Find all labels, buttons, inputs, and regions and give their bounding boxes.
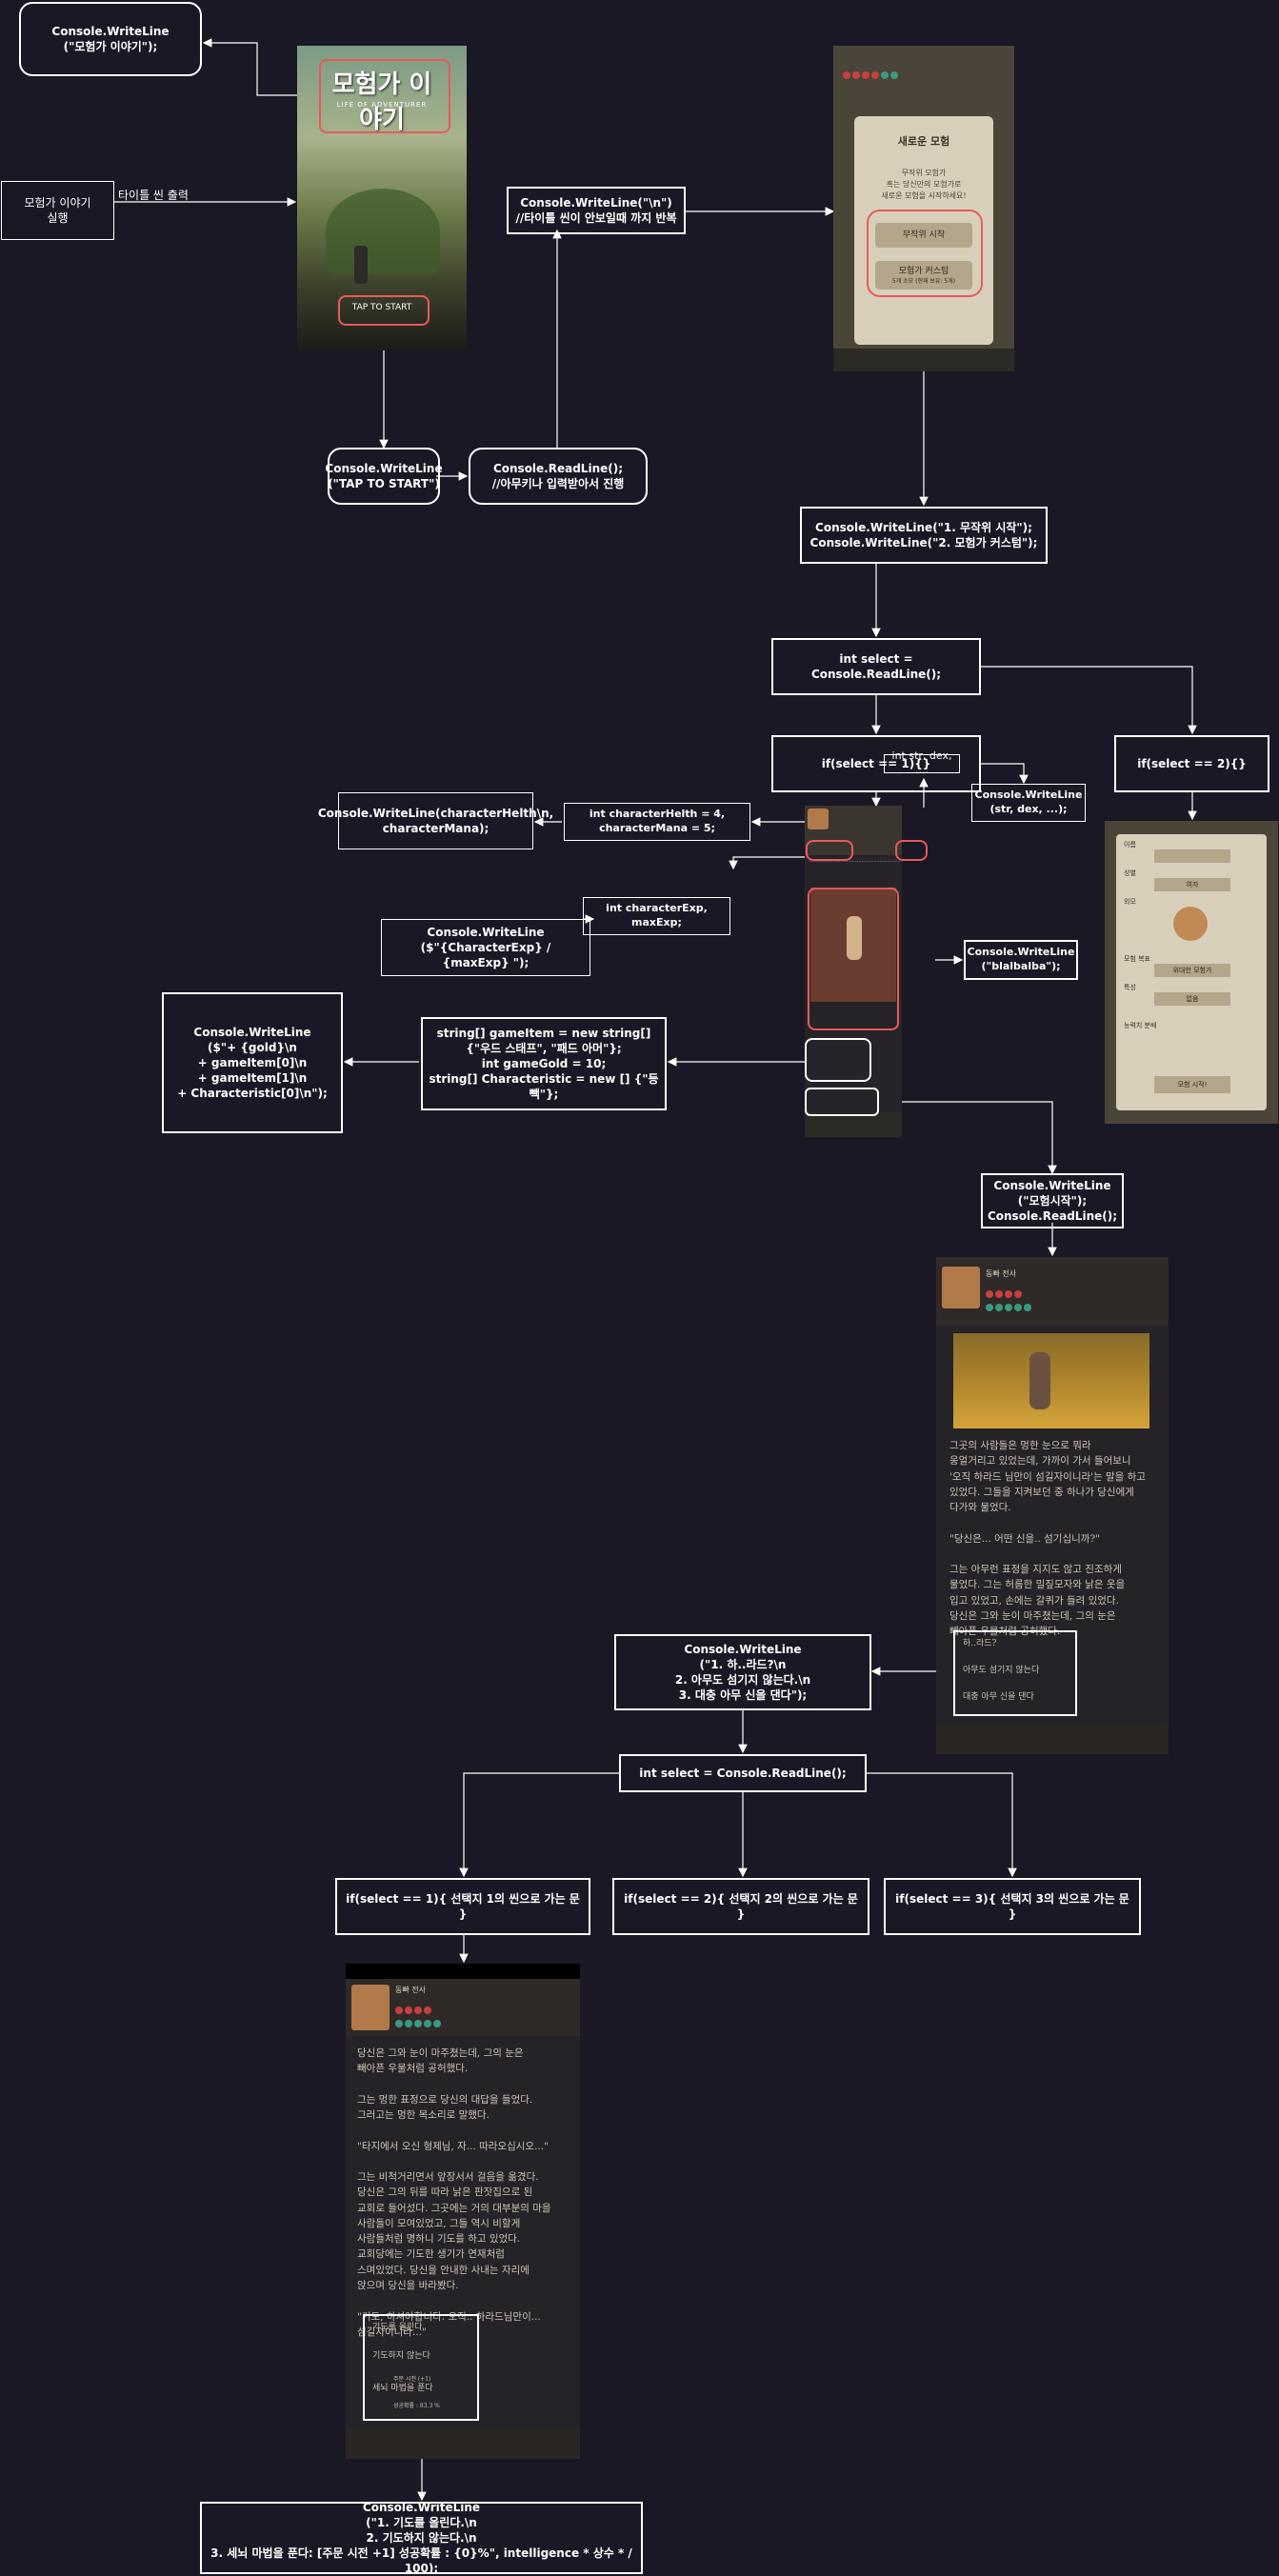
adventurer-figure-icon [354, 246, 368, 284]
title-output-label: 타이틀 씬 출력 [118, 189, 189, 202]
story2-choice-note: 주문 시전 (+1) [393, 2376, 431, 2383]
cw-stats-box: Console.WriteLine (str, dex, ...); [971, 784, 1086, 822]
branch3-box: if(select == 3){ 선택지 3의 씬으로 가는 문 } [884, 1878, 1141, 1935]
health-vars-box: int characterHelth = 4, characterMana = … [564, 803, 750, 841]
if1-box: if(select == 1){} [771, 735, 981, 792]
story-highlight [808, 888, 899, 1030]
cw-items-box: Console.WriteLine ($"+ {gold}\n + gameIt… [162, 992, 343, 1133]
custom-row-trait: 특성 [1124, 984, 1136, 991]
custom-button[interactable]: 모험가 커스텀 5개 소모 (현재 보유: 5개) [875, 261, 972, 290]
story2-choice-1[interactable]: 기도를 올린다 [372, 2323, 423, 2332]
items-highlight [805, 1038, 871, 1082]
custom-row-goal: 모험 복표 [1124, 955, 1150, 963]
story1-text: 그곳의 사람들은 멍한 눈으로 뭐라 웅얼거리고 있었는데, 가까이 가서 들어… [949, 1440, 1147, 1638]
cw-final-box: Console.WriteLine ("1. 기도를 올린다.\n 2. 기도하… [200, 2501, 643, 2575]
cw-exp-box: Console.WriteLine ($"{CharacterExp} / {m… [381, 919, 590, 976]
title-screen: 모험가 이야기 LIFE OF ADVENTURER TAP TO START [297, 46, 467, 350]
portrait-avatar [1173, 907, 1208, 941]
items-vars-box: string[] gameItem = new string[] {"우드 스태… [421, 1017, 667, 1110]
avatar [808, 809, 829, 829]
tap-highlight [338, 295, 430, 326]
random-start-button[interactable]: 무작위 시작 [875, 223, 972, 248]
character-screen: ········································… [805, 806, 902, 1137]
cw-health-box: Console.WriteLine(characterHelth\n, char… [318, 792, 553, 849]
cw-title-box: Console.WriteLine ("모험가 이야기"); [19, 2, 202, 76]
exp-vars-box: int characterExp, maxExp; [583, 897, 730, 935]
custom-row-name: 이름 [1124, 841, 1136, 849]
newgame-dialog: 새로운 모험 무작위 모험가 혹는 당신만의 모험가로 새로운 모험을 시작하세… [854, 116, 993, 345]
cw-loop-box: Console.WriteLine("\n") //타이틀 씬이 안보일때 까지… [507, 187, 686, 234]
story-illustration [810, 888, 896, 1002]
avatar [942, 1267, 980, 1308]
character-name: 동빠 전사 [986, 1269, 1016, 1278]
branch1-box: if(select == 1){ 선택지 1의 씬으로 가는 문 } [335, 1878, 590, 1935]
story2-screen: 동빠 전사 당신은 그와 눈이 마주쳤는데, 그의 눈은 빼아픈 우물처럼 공허… [346, 1964, 580, 2459]
character-name: 동빠 전사 [395, 1986, 426, 1994]
stats-vars-box: int str, dex, .... [884, 749, 960, 776]
story1-illustration [953, 1333, 1149, 1428]
trait-select[interactable]: 없음 [1154, 992, 1230, 1006]
cw-tap-box: Console.WriteLine ("TAP TO START") [325, 448, 443, 505]
cw-start-box: Console.WriteLine ("모험시작"); Console.Read… [981, 1173, 1124, 1228]
story2-chance: 성공확률 : 83.3 % [393, 2403, 440, 2409]
select2-box: int select = Console.ReadLine(); [619, 1754, 867, 1792]
avatar [351, 1985, 390, 2030]
select1-box: int select = Console.ReadLine(); [771, 638, 981, 695]
newgame-desc: 무작위 모험가 혹는 당신만의 모험가로 새로운 모험을 시작하세요! [881, 169, 967, 200]
story1-bottom-bar [936, 1724, 1169, 1754]
story1-choice-list: 하..라드? 아무도 섬기지 않는다 대충 아무 신을 댄다 [953, 1630, 1077, 1716]
newgame-screen: 새로운 모험 무작위 모험가 혹는 당신만의 모험가로 새로운 모험을 시작하세… [833, 46, 1014, 371]
start-box: 모험가 이야기 실행 [1, 181, 114, 240]
if2-box: if(select == 2){} [1114, 735, 1269, 792]
name-field[interactable] [1154, 849, 1230, 863]
story2-choice-list: 기도를 올린다 기도하지 않는다 주문 시전 (+1) 세뇌 마법을 푼다 성공… [363, 2314, 479, 2421]
branch2-box: if(select == 2){ 선택지 2의 씬으로 가는 문 } [612, 1878, 869, 1935]
custom-button-note: 5개 소모 (현재 보유: 5개) [891, 278, 956, 285]
newgame-heading: 새로운 모험 [897, 135, 950, 148]
menu-highlight [867, 210, 983, 297]
readline-any-box: Console.ReadLine(); //아무키나 입력받아서 진행 [469, 448, 648, 505]
story1-screen: 동빠 전사 그곳의 사람들은 멍한 눈으로 뭐라 웅얼거리고 있었는데, 가까이… [936, 1257, 1169, 1754]
adventure-start-button[interactable]: 모험 시작! [1154, 1076, 1230, 1093]
custom-row-look: 외모 [1124, 898, 1136, 906]
tap-to-start[interactable]: TAP TO START [351, 303, 412, 312]
story2-choice-3[interactable]: 세뇌 마법을 푼다 [372, 2384, 433, 2393]
story2-choice-2[interactable]: 기도하지 않는다 [372, 2351, 430, 2361]
cw-choice-box: Console.WriteLine ("1. 하..라드?\n 2. 아무도 섬… [614, 1634, 871, 1710]
custom-screen: 이름 성별 여자 외모 모험 복표 위대한 모험가 특성 없음 능력치 분배 모… [1105, 821, 1278, 1124]
exp-highlight [895, 840, 928, 861]
title-subtitle: LIFE OF ADVENTURER [336, 101, 428, 109]
custom-row-gender: 성별 [1124, 869, 1136, 877]
custom-row-stats: 능력치 분배 [1124, 1022, 1157, 1029]
cw-menu-box: Console.WriteLine("1. 무작위 시작"); Console.… [800, 507, 1048, 564]
gender-select[interactable]: 여자 [1154, 878, 1230, 891]
story1-choice-1[interactable]: 하..라드? [963, 1639, 997, 1648]
custom-button-label: 모험가 커스텀 [898, 267, 949, 276]
story2-bottom-bar [346, 2428, 580, 2459]
cw-blabla-box: Console.WriteLine ("blalbalba"); [964, 940, 1078, 980]
start-highlight [805, 1088, 879, 1116]
story1-choice-2[interactable]: 아무도 섬기지 않는다 [963, 1666, 1040, 1675]
story1-choice-3[interactable]: 대충 아무 신을 댄다 [963, 1692, 1034, 1702]
title-logo: 모험가 이야기 [331, 70, 432, 134]
title-logo-highlight [319, 59, 450, 133]
story2-text: 당신은 그와 눈이 마주쳤는데, 그의 눈은 빼아픈 우물처럼 공허했다. 그는… [357, 2047, 551, 2338]
newgame-bottom-bar [833, 349, 1014, 371]
hp-highlight [806, 840, 853, 861]
goal-select[interactable]: 위대한 모험가 [1154, 964, 1230, 977]
